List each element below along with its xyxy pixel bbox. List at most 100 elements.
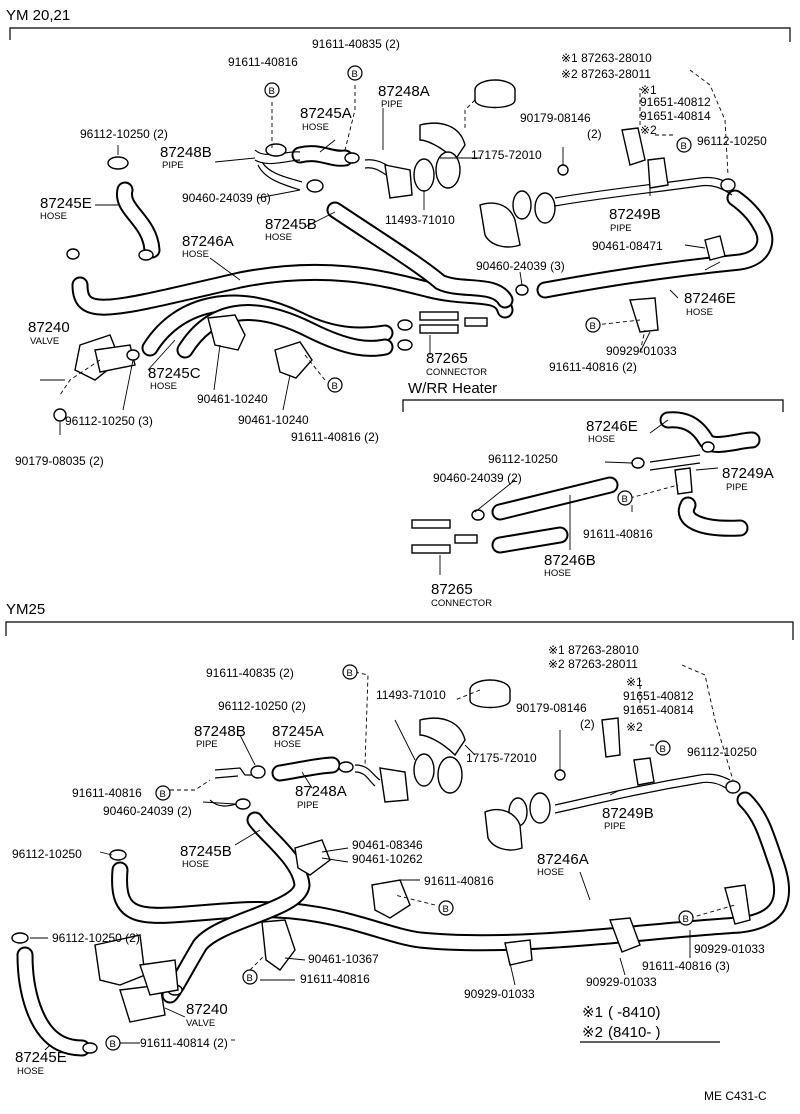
b-label-87245B: 87245B [180,843,232,860]
b-label-87240-desc: VALVE [186,1018,215,1029]
label-mark1: ※1 [640,83,657,97]
b-label-87245E-desc: HOSE [17,1066,44,1077]
section-bracket-heater [402,399,784,412]
label-96112-10250: 96112-10250 [697,134,767,148]
heater-leaders [439,419,719,575]
bolt-symbol: B [676,137,692,153]
b-label-91611-40835-2: 91611-40835 (2) [206,666,294,680]
b-label-87245A: 87245A [272,723,324,740]
label-91651-40814: 91651-40814 [640,109,711,123]
label-87246A-desc: HOSE [182,249,209,260]
top-bolt-symbols: B B B B B [264,65,692,393]
label-87249B-desc: PIPE [610,223,632,234]
b-label-91611-40816-c: 91611-40816 [300,972,370,986]
label-90929-01033: 90929-01033 [606,344,677,358]
label-90460-24039-3: 90460-24039 (3) [476,259,565,273]
heater-label-87246B: 87246B [544,552,596,569]
b-label-96112-10250: 96112-10250 [687,745,757,759]
b-label-87263-28011: ※2 87263-28011 [548,657,638,671]
svg-text:B: B [660,744,666,755]
section-title-heater: W/RR Heater [408,380,497,397]
label-87265: 87265 [426,350,468,367]
label-11493-71010: 11493-71010 [385,213,455,227]
label-87249B: 87249B [609,206,661,223]
b-label-91611-40816-3: 91611-40816 (3) [642,959,730,973]
label-87246A: 87246A [182,233,234,250]
label-87248B-desc: PIPE [162,160,184,171]
legend-range2: (8410- ) [608,1024,661,1041]
top-labels: 91611-40835 (2) 91611-40816 87248A PIPE … [15,37,767,468]
heater-label-90460-24039-2: 90460-24039 (2) [433,471,522,485]
bolt-symbol: B [155,785,171,801]
label-91611-40816-2: 91611-40816 (2) [549,360,637,374]
svg-text:B: B [681,141,687,152]
label-96112-10250-2: 96112-10250 (2) [80,127,168,141]
label-96112-10250-3: 96112-10250 (3) [65,414,153,428]
label-91611-40816: 91611-40816 [228,55,298,69]
heater-label-87246B-desc: HOSE [544,568,571,579]
svg-text:B: B [352,69,358,80]
label-90179-08146-qty: (2) [587,127,602,141]
svg-text:B: B [590,321,596,332]
svg-text:B: B [247,973,253,984]
b-label-mark2: ※2 [626,720,643,734]
legend-mark1: ※1 [582,1004,603,1021]
legend-range1: ( -8410) [608,1004,661,1021]
heater-label-87246E: 87246E [586,418,638,435]
section-title-bottom: YM25 [6,601,45,618]
label-87245C-desc: HOSE [150,381,177,392]
label-87248A-desc: PIPE [381,99,403,110]
b-label-87248A-desc: PIPE [297,800,319,811]
svg-text:B: B [443,904,449,915]
label-87245B-desc: HOSE [265,232,292,243]
svg-text:B: B [332,381,338,392]
label-87263-28010: ※1 87263-28010 [561,51,652,65]
label-87246E-desc: HOSE [686,307,713,318]
label-17175-72010: 17175-72010 [471,148,542,162]
heater-bolt-symbol: B [617,490,633,506]
svg-text:B: B [622,494,628,505]
b-label-87245B-desc: HOSE [182,859,209,870]
heater-label-96112-10250: 96112-10250 [488,452,558,466]
bolt-symbol: B [678,910,694,926]
heater-label-87249A: 87249A [722,465,774,482]
footer-code: ME C431-C [704,1089,767,1103]
label-90461-10240-a: 90461-10240 [197,392,268,406]
section-bracket-bottom [5,621,794,640]
bolt-symbol: B [264,82,280,98]
bolt-symbol: B [585,317,601,333]
b-label-87245A-desc: HOSE [274,739,301,750]
label-87245C: 87245C [148,365,201,382]
bottom-leaders [30,664,736,1051]
b-label-90929-01033-b: 90929-01033 [586,975,657,989]
label-87245B: 87245B [265,216,317,233]
bolt-symbol: B [327,377,343,393]
b-label-87246A-desc: HOSE [537,867,564,878]
legend: ※1 ( -8410) ※2 (8410- ) [580,1004,720,1043]
top-leaders [40,69,729,435]
svg-text:B: B [160,789,166,800]
b-label-11493-71010: 11493-71010 [376,688,446,702]
bolt-symbol: B [105,1035,121,1051]
heater-labels: 87246E HOSE 96112-10250 87249A PIPE 9046… [431,418,774,609]
section-bracket-top [9,27,791,42]
section-title-top: YM 20,21 [6,7,70,24]
label-mark2: ※2 [640,123,657,137]
legend-mark2: ※2 [582,1024,603,1041]
label-87263-28011: ※2 87263-28011 [561,67,651,81]
b-label-mark1: ※1 [626,675,643,689]
bolt-symbol: B [342,664,358,680]
b-label-87249B-desc: PIPE [604,821,626,832]
label-90460-24039-6: 90460-24039 (6) [182,191,271,205]
bolt-symbol: B [655,740,671,756]
b-label-87248B: 87248B [194,723,246,740]
label-87245A-desc: HOSE [302,122,329,133]
b-label-90929-01033-r: 90929-01033 [694,942,765,956]
label-87240-desc: VALVE [30,336,59,347]
label-91651-40812: 91651-40812 [640,95,711,109]
bolt-symbol: B [347,65,363,81]
b-label-91611-40816-b: 91611-40816 [424,874,494,888]
label-91611-40816-2b: 91611-40816 (2) [291,430,379,444]
label-90461-10240-b: 90461-10240 [238,413,309,427]
